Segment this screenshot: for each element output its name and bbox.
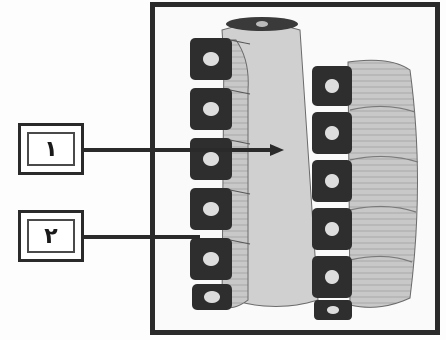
label-box-2: ٢ xyxy=(18,210,84,262)
right-column xyxy=(312,59,419,320)
label-box-1: ١ xyxy=(18,123,84,175)
left-column xyxy=(190,38,251,310)
label-1-text: ١ xyxy=(27,132,75,166)
label-2-text: ٢ xyxy=(27,219,75,253)
pointer-line-1 xyxy=(84,144,284,156)
